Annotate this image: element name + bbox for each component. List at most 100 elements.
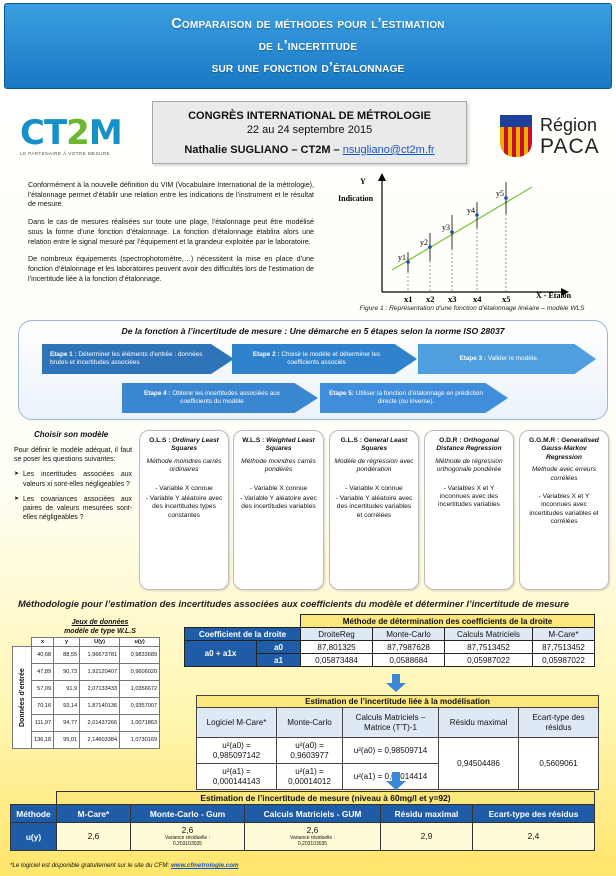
model-description: Méthode moindres carrés pondérés xyxy=(241,457,316,474)
title-line-3: sur une fonction d’étalonnage xyxy=(211,60,405,76)
final-ecart-value: 2,4 xyxy=(472,822,595,851)
model-abbr: W.L.S : xyxy=(242,437,265,444)
step-1-label: Etape 1 : xyxy=(50,351,77,358)
dataset-cell: 40,68 xyxy=(30,646,55,664)
dataset-cell: 2,07133433 xyxy=(79,680,121,698)
final-header-mcare: M-Care* xyxy=(56,804,131,823)
dataset-cell: 93,14 xyxy=(53,697,81,715)
dataset-cell: 136,18 xyxy=(30,731,55,749)
step-5-label: Etape 5: xyxy=(329,390,354,397)
poster-title: Comparaison de méthodes pour l’estimatio… xyxy=(4,3,612,89)
x-axis-label: X - Etalon xyxy=(536,291,572,300)
coef-a1-droitereg: 0,05873484 xyxy=(300,653,373,667)
point-label: y3 xyxy=(442,223,450,232)
conference-dates: 22 au 24 septembre 2015 xyxy=(246,124,373,136)
final-mcare-value: 2,6 xyxy=(56,822,131,851)
author-name: Nathalie SUGLIANO – CT2M – xyxy=(184,144,343,156)
final-header-residu: Résidu maximal xyxy=(380,804,473,823)
step-1: Etape 1 : Déterminer les éléments d’entr… xyxy=(42,344,234,374)
final-montecarlo-cell: 2,6 Variance résiduelle :0,203103035 xyxy=(130,822,245,851)
model-detail: - Variable Y aléatoire avec des incertit… xyxy=(240,495,317,511)
ct2m-tagline: LE PARTENAIRE À VOTRE MESURE xyxy=(20,152,111,157)
x-tick-label: x4 xyxy=(473,294,482,304)
methodology-title: Méthodologie pour l’estimation des incer… xyxy=(18,598,570,609)
dataset-header-Uy: U(y) xyxy=(79,637,121,647)
model-card: G.G.M.R : Generalised Gauss-Markov Regre… xyxy=(519,430,609,590)
question-1: Les incertitudes associées aux valeurs x… xyxy=(14,470,132,488)
coef-header-matriciels: Calculs Matriciels xyxy=(444,627,533,641)
step-2: Etape 2 : Choisir le modèle et détermine… xyxy=(232,344,417,374)
dataset-cell: 70,16 xyxy=(30,697,55,715)
ct2m-logo-2: 2 xyxy=(66,113,90,153)
step-3-label: Etape 3 : xyxy=(459,355,487,362)
conference-box: CONGRÈS INTERNATIONAL DE MÉTROLOGIE 22 a… xyxy=(152,101,467,164)
dataset-cell: 1,92120407 xyxy=(79,663,121,681)
point-label: y1 xyxy=(398,253,406,262)
intro-paragraph-3: De nombreux équipements (spectrophotomèt… xyxy=(28,255,314,283)
coef-a0-droitereg: 87,801325 xyxy=(300,640,373,654)
measurement-uncertainty-table: Estimation de l’incertitude de mesure (n… xyxy=(10,791,595,851)
est-montecarlo-a0: u²(a0) = 0,9603977 xyxy=(276,737,343,764)
model-uncertainty-table: Estimation de l’incertitude liée à la mo… xyxy=(196,695,599,790)
model-detail: - Variable X connue xyxy=(155,484,213,492)
model-title: O.L.S : Ordinary Least Squares xyxy=(144,437,224,454)
dataset-header-y: y xyxy=(53,637,81,647)
model-abbr: G.L.S : xyxy=(340,437,362,444)
author-line: Nathalie SUGLIANO – CT2M – nsugliano@ct2… xyxy=(153,143,466,157)
step-4: Etape 4 : Obtenir les incertitudes assoc… xyxy=(122,383,318,413)
coef-model-label: a0 + a1x xyxy=(184,640,257,667)
dataset-cell: 1,0071863 xyxy=(119,714,161,732)
intro-paragraph-1: Conformément à la nouvelle définition du… xyxy=(28,181,314,209)
author-email-link[interactable]: nsugliano@ct2m.fr xyxy=(342,144,435,156)
dataset-side-label: Données d’entrée xyxy=(12,646,32,749)
y-axis-arrow-icon xyxy=(378,173,386,181)
dataset-cell: 91,9 xyxy=(53,680,81,698)
final-header-montecarlo: Monte-Carlo - Gum xyxy=(130,804,245,823)
conference-name: CONGRÈS INTERNATIONAL DE MÉTROLOGIE xyxy=(188,110,431,122)
data-point xyxy=(428,245,432,249)
x-tick-label: x2 xyxy=(426,294,435,304)
coef-a0-montecarlo: 87,7987628 xyxy=(372,640,445,654)
region-paca-logo: Région PACA xyxy=(500,113,608,161)
ct2m-logo-ct: CT xyxy=(20,113,67,153)
intro-text: Conformément à la nouvelle définition du… xyxy=(28,181,314,292)
est-ecart-value: 0,5609061 xyxy=(518,737,599,790)
dataset-cell: 1,87140136 xyxy=(79,697,121,715)
model-name: Ordinary Least Squares xyxy=(170,437,219,453)
coef-col-label: Coefficient de la droite xyxy=(184,627,301,641)
model-description: Méthode moindres carrés ordinaires xyxy=(146,457,222,474)
coef-header-mcare: M-Care* xyxy=(532,627,595,641)
cfm-website-link[interactable]: www.cfmetrologie.com xyxy=(170,862,239,869)
dataset-cell: 0,9833689 xyxy=(119,646,161,664)
data-point xyxy=(406,260,410,264)
variance-value: 0,203103035 xyxy=(297,841,328,847)
model-title: W.L.S : Weighted Least Squares xyxy=(238,437,319,454)
step-1-text: Déterminer les éléments d’entrée : donné… xyxy=(50,351,203,366)
model-abbr: G.G.M.R : xyxy=(529,437,560,444)
choose-model-title: Choisir son modèle xyxy=(34,430,109,439)
coef-a1-mcare: 0,05987022 xyxy=(532,653,595,667)
est-mcare-a0: u²(a0) = 0,985097142 xyxy=(196,737,277,764)
x-tick-label: x3 xyxy=(448,294,457,304)
dataset-cell: 0,9357007 xyxy=(119,697,161,715)
dataset-cell: 90,73 xyxy=(53,663,81,681)
est-montecarlo-a1: u²(a1) = 0,00014012 xyxy=(276,763,343,790)
dataset-header-x: x xyxy=(30,637,55,647)
footnote-text: *Le logiciel est disponible gratuitement… xyxy=(10,862,171,869)
step-3: Etape 3 : Valider le modèle. xyxy=(418,344,596,374)
coef-a1-label: a1 xyxy=(256,653,301,667)
model-name: Generalised Gauss-Markov Regression xyxy=(541,437,599,461)
final-residu-value: 2,9 xyxy=(380,822,473,851)
model-detail: - Variable X connue xyxy=(249,484,308,492)
region-word: Région xyxy=(540,115,598,135)
dataset-header-uy: u(y) xyxy=(119,637,161,647)
est-header-matriciels: Calculs Matriciels – Matrice (T’T)-1 xyxy=(342,707,439,738)
region-emblem-icon xyxy=(500,115,532,157)
model-abbr: O.D.R : xyxy=(439,437,462,444)
dataset-title-line-1: Jeux de données xyxy=(71,619,129,626)
x-tick-label: x1 xyxy=(404,294,413,304)
